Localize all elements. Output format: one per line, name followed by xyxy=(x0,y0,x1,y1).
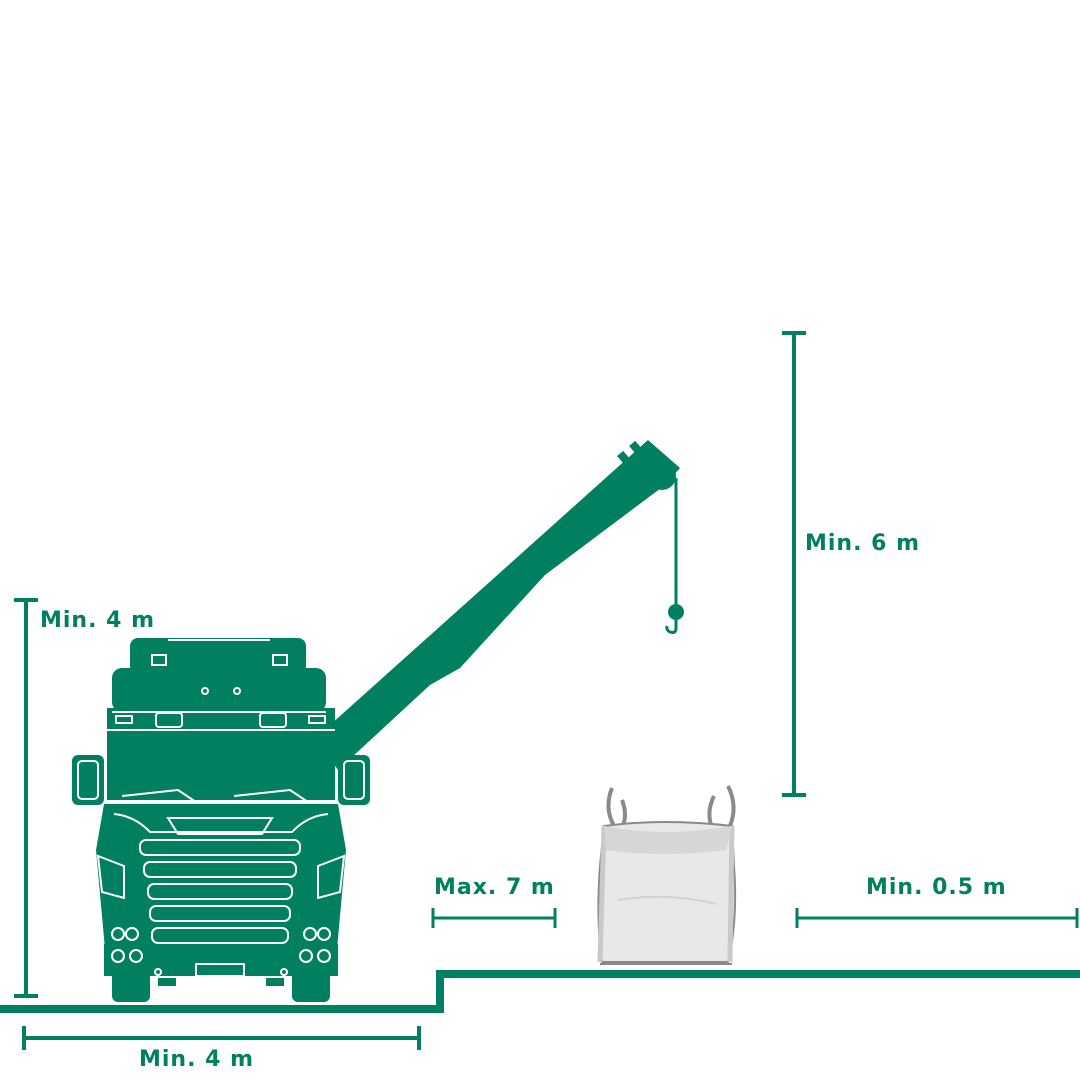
clearance-label: Min. 0.5 m xyxy=(866,875,1007,900)
crane-truck-icon xyxy=(72,638,370,1002)
ground-width-dimension: Min. 4 m xyxy=(22,1026,421,1072)
hook-height-dimension: Min. 6 m xyxy=(782,331,920,797)
reach-dimension: Max. 7 m xyxy=(431,875,557,928)
bulk-bag-icon xyxy=(597,785,737,965)
reach-label: Max. 7 m xyxy=(434,875,555,900)
crane-boom xyxy=(318,440,680,770)
ground-width-label: Min. 4 m xyxy=(139,1047,254,1072)
ground-line xyxy=(0,970,1080,1013)
truck-height-dimension: Min. 4 m xyxy=(14,598,155,998)
crane-hook-icon xyxy=(665,478,684,634)
truck-height-label: Min. 4 m xyxy=(40,608,155,633)
clearance-dimension: Min. 0.5 m xyxy=(795,875,1079,928)
hook-height-label: Min. 6 m xyxy=(805,531,920,556)
